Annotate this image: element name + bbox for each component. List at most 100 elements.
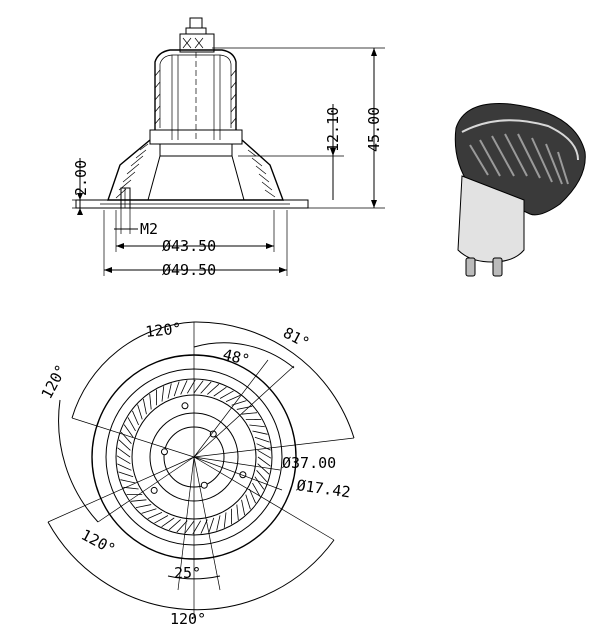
pin-head — [189, 17, 203, 29]
fin-line — [257, 449, 272, 459]
fin-line — [257, 456, 271, 467]
fin-line — [154, 515, 169, 524]
fin-line — [180, 380, 188, 395]
dim-12: 12.10 — [324, 107, 342, 152]
arc-81 — [193, 321, 355, 439]
fin-line — [254, 436, 270, 443]
fin-line — [173, 381, 180, 397]
fin-line — [236, 504, 239, 521]
led-dot — [200, 481, 208, 489]
led-dot — [209, 430, 217, 438]
pin-neck — [185, 27, 207, 35]
angle-25: 25° — [174, 564, 201, 582]
fin-line — [207, 383, 220, 395]
pin-right — [492, 257, 503, 277]
base-housing-inner — [159, 54, 232, 128]
angle-48: 48° — [221, 345, 252, 369]
fin-line — [241, 412, 258, 415]
dim-37: Ø37.00 — [282, 454, 336, 472]
fin-line — [142, 398, 147, 415]
dim-2: 2.00 — [72, 160, 90, 196]
led-dot — [239, 471, 247, 479]
fin-line — [117, 447, 131, 458]
fin-line — [137, 404, 143, 420]
fin-line — [149, 393, 152, 410]
reflector-outline — [107, 139, 285, 201]
fin-line — [256, 470, 268, 483]
angle-bottom: 120° — [170, 610, 206, 628]
pin-hatch — [182, 37, 204, 49]
dim-m2: M2 — [140, 220, 158, 238]
fin-line — [184, 520, 195, 534]
fin-line — [120, 479, 136, 484]
dim-45: 45.00 — [365, 107, 383, 152]
fin-line — [252, 430, 268, 435]
dim-49: Ø49.50 — [162, 261, 216, 279]
fin-line — [213, 386, 227, 397]
fin-line — [147, 512, 163, 519]
fin-line — [176, 520, 188, 533]
angle-left: 120° — [38, 362, 71, 402]
collar-lower — [159, 143, 233, 157]
fin-line — [118, 471, 134, 478]
led-dots — [150, 402, 247, 494]
fin-line — [256, 443, 271, 451]
pin-block — [179, 33, 215, 53]
fin-line — [127, 417, 136, 432]
fin-line — [254, 476, 265, 490]
fin-line — [123, 424, 134, 438]
fin-line — [130, 499, 147, 502]
fin-line — [216, 515, 221, 531]
arc-bottom — [47, 521, 335, 611]
construction-rays — [71, 322, 355, 591]
angle-top: 120° — [145, 319, 183, 341]
fin-line — [193, 380, 204, 394]
reflector-hatch-right — [247, 149, 276, 198]
fin-line — [161, 517, 175, 528]
fin-line — [141, 508, 157, 514]
screw — [120, 187, 131, 209]
fin-line — [208, 517, 215, 533]
lamp-base — [457, 175, 525, 263]
fin-line — [223, 512, 227, 528]
base-housing — [154, 49, 237, 130]
fin-line — [135, 504, 152, 509]
led-dot — [150, 486, 158, 494]
fin-line — [249, 488, 256, 504]
fin-line — [236, 405, 253, 410]
arc-top-left — [71, 321, 195, 419]
pin-left — [465, 257, 476, 277]
angle-bottom-left: 120° — [78, 526, 118, 559]
led-dot — [160, 448, 168, 456]
fin-line — [200, 519, 208, 534]
top-view: 120° 120° 120° 120° 81° 48° 25° Ø37.00 Ø… — [38, 319, 355, 628]
fin-line — [116, 455, 131, 465]
arc-left — [58, 399, 99, 523]
dim-43: Ø43.50 — [162, 237, 216, 255]
led-dot — [181, 402, 189, 410]
fin-line — [249, 424, 265, 428]
fin-line — [118, 439, 131, 451]
fin-line — [257, 463, 270, 475]
fin-line — [161, 386, 165, 402]
base-hatch — [154, 69, 237, 125]
fin-line — [167, 383, 172, 399]
fin-line — [241, 499, 246, 516]
arc-48 — [193, 342, 295, 369]
side-view: 45.00 12.10 2.00 M2 Ø43.50 Ø49.50 — [72, 17, 385, 279]
fin-line — [120, 431, 132, 444]
fin-line — [132, 410, 139, 426]
fin-line — [252, 482, 261, 497]
fin-line — [117, 463, 132, 471]
fin-line — [245, 494, 251, 510]
dim-17: Ø17.42 — [295, 476, 351, 501]
product-photo — [454, 103, 586, 277]
reflector-hatch-left — [115, 143, 149, 199]
reflector-inner — [147, 155, 245, 201]
fin-line — [219, 390, 234, 399]
fin-line — [200, 381, 212, 394]
fin-line — [168, 519, 181, 531]
fin-line — [225, 395, 241, 402]
flange — [75, 199, 309, 209]
